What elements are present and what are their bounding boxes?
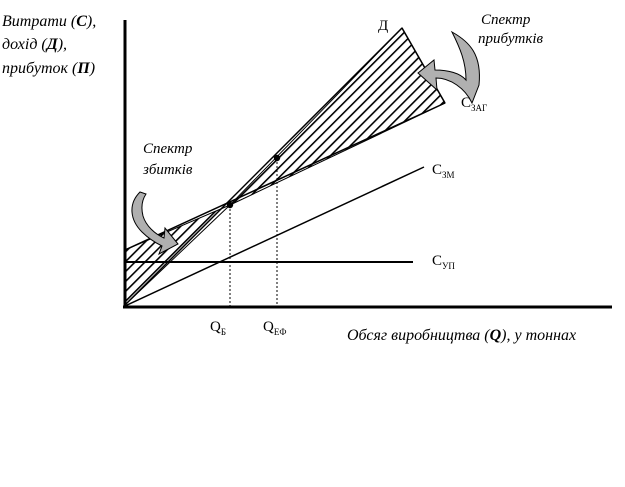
break-even-q-label: QБ: [210, 319, 226, 337]
variable-cost-line: [124, 166, 425, 307]
fixed-cost-label: СУП: [432, 253, 455, 271]
loss-callout-line2: збитків: [142, 162, 193, 178]
x-axis-label: Обсяг виробництва (Q), у тоннах: [347, 327, 576, 344]
profit-arrow-icon: [417, 30, 480, 105]
y-axis-label-line1: Витрати (С),: [2, 13, 96, 30]
profit-callout-line1: Спектр: [481, 12, 531, 28]
revenue-label: Д: [378, 18, 388, 34]
loss-callout-line1: Спектр: [143, 141, 193, 157]
effective-point: [273, 154, 281, 162]
total-cost-line: [124, 102, 446, 251]
profit-region: [229, 27, 446, 206]
effective-q-label: QЕФ: [263, 319, 286, 337]
y-axis-label-line3: прибуток (П): [2, 60, 95, 77]
revenue-line: [124, 27, 403, 306]
y-axis-label-line2: дохід (Д),: [2, 36, 67, 53]
revenue-end-edge: [401, 27, 446, 104]
break-even-point: [226, 201, 234, 209]
total-cost-label: СЗАГ: [461, 95, 487, 113]
profit-callout-line2: прибутків: [478, 31, 544, 47]
loss-arrow-icon: [131, 191, 179, 256]
variable-cost-label: СЗМ: [432, 162, 455, 180]
